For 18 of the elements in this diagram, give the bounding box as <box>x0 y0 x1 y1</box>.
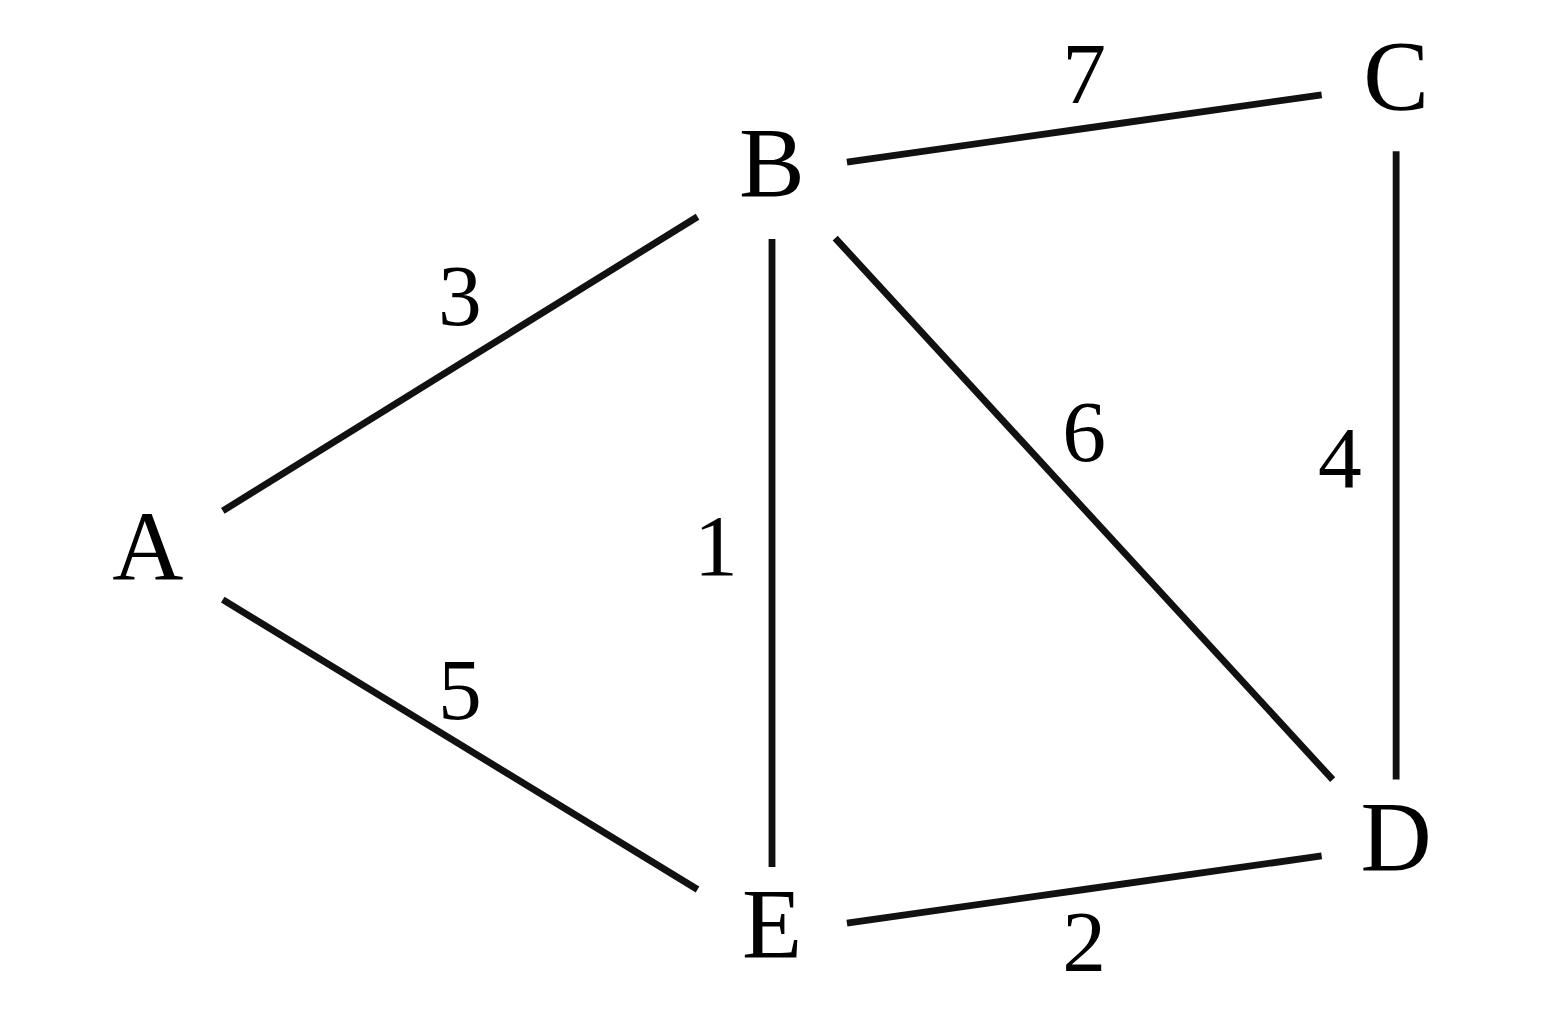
connector <box>768 238 776 868</box>
edge-label: 2 <box>1062 892 1106 990</box>
edge-label: 4 <box>1318 409 1362 507</box>
node-text: C <box>1363 20 1430 130</box>
connector <box>221 596 700 893</box>
edge-label: 3 <box>438 246 482 344</box>
node-text: D <box>1360 781 1432 891</box>
edge-label: 1 <box>693 496 738 594</box>
edge-label: 7 <box>1062 24 1106 122</box>
node-text: E <box>741 869 803 979</box>
connector <box>846 91 1323 166</box>
node-text: B <box>739 108 805 218</box>
connector <box>221 213 700 514</box>
connector <box>832 235 1336 782</box>
node-text: A <box>112 491 184 601</box>
edge-label: 6 <box>1062 383 1106 481</box>
edge-label: 5 <box>438 640 482 738</box>
connector <box>846 852 1323 927</box>
